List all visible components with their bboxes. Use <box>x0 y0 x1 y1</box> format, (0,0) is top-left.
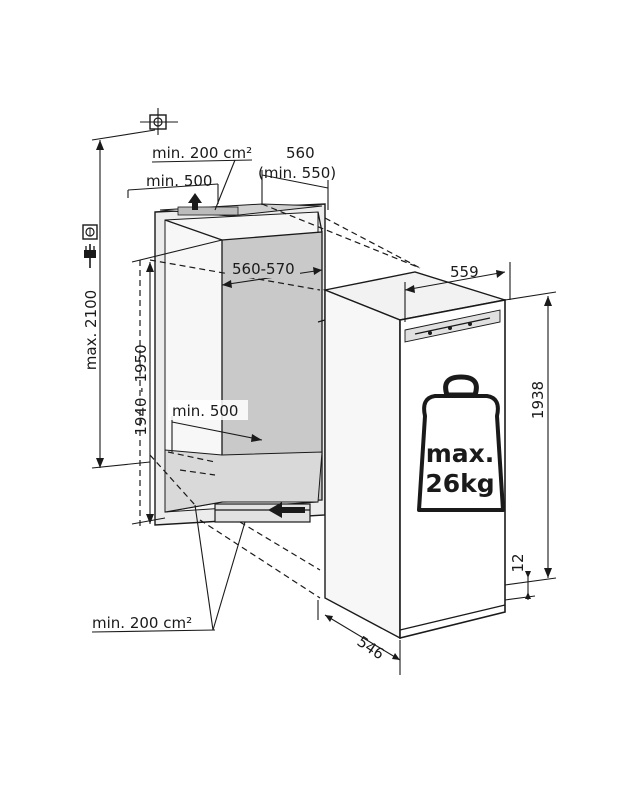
label-width: 560 <box>286 144 315 162</box>
vent-arrow-bottom <box>268 502 305 518</box>
label-depth-top: min. 500 <box>146 172 212 190</box>
dimension-plinth: 12 <box>504 553 536 601</box>
label-total-height: max. 2100 <box>82 290 100 370</box>
dimension-depth-top: min. 500 <box>127 172 219 204</box>
dimension-vent-bottom: min. 200 cm² <box>91 504 246 633</box>
label-depth-bottom: min. 500 <box>172 402 238 420</box>
water-connection-icon <box>140 108 178 135</box>
label-width-min: (min. 550) <box>258 164 336 182</box>
label-appliance-height: 1938 <box>529 381 547 419</box>
label-appliance-width: 559 <box>450 263 479 281</box>
dimension-depth-bottom: min. 500 <box>168 400 263 452</box>
dimension-niche-width: 560-570 <box>221 258 323 288</box>
weight-line2: 26kg <box>425 469 494 498</box>
label-niche-height: 1940 - 1950 <box>132 344 150 435</box>
projection-lines <box>139 203 421 599</box>
label-plinth: 12 <box>509 553 527 572</box>
dimension-niche-height: 1940 - 1950 <box>131 239 223 525</box>
niche-cabinet <box>154 203 326 526</box>
weight-line1: max. <box>426 439 495 468</box>
dimension-total-height: max. 2100 <box>82 129 156 469</box>
power-plug-icon <box>84 244 96 268</box>
dimension-appliance-width: 559 <box>404 262 511 322</box>
label-niche-width: 560-570 <box>232 260 295 278</box>
label-vent-bottom: min. 200 cm² <box>92 614 192 632</box>
vent-arrow-top <box>188 193 202 210</box>
label-appliance-depth: 546 <box>354 632 388 663</box>
weight-icon: max. 26kg <box>417 374 505 512</box>
dimension-width: 560 (min. 550) <box>258 144 336 210</box>
power-socket-icon <box>82 224 98 240</box>
label-vent-top: min. 200 cm² <box>152 144 252 162</box>
dimension-vent-top: min. 200 cm² <box>151 144 252 211</box>
dimension-appliance-height: 1938 <box>504 291 557 586</box>
